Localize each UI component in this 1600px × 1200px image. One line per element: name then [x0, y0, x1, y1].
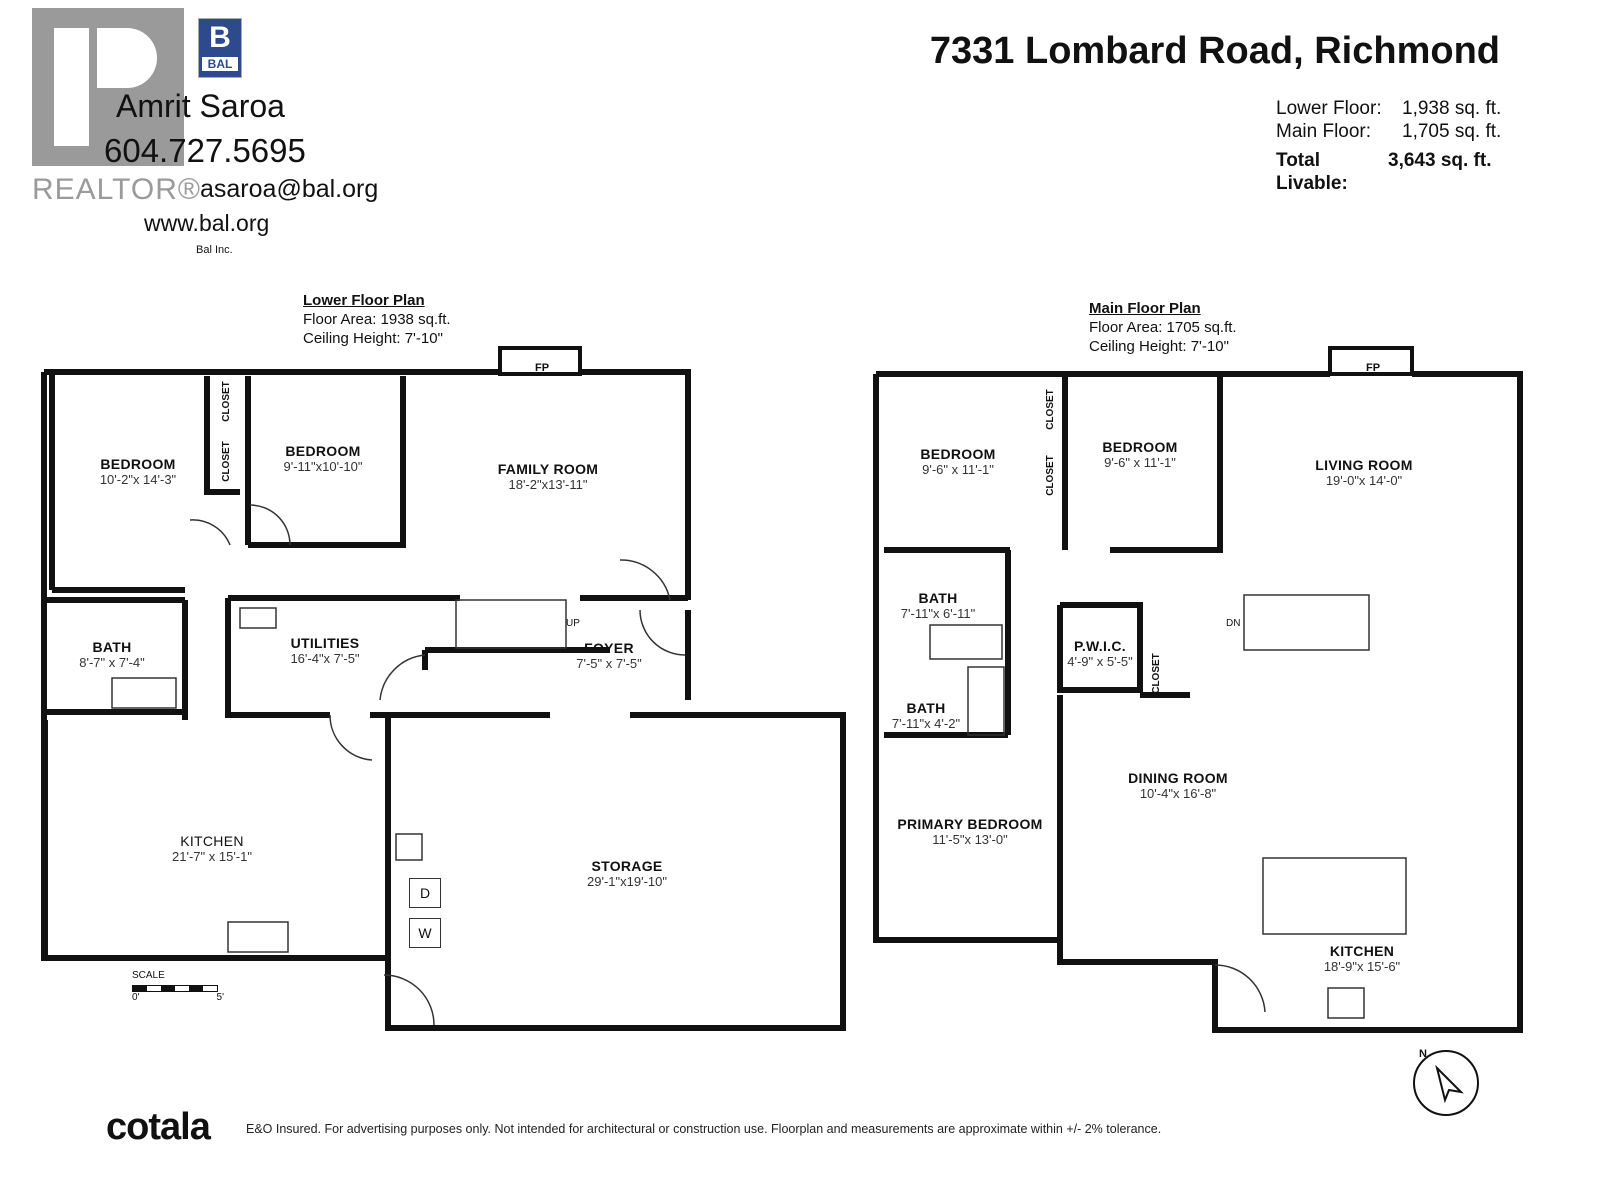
compass-icon: N: [1413, 1048, 1479, 1116]
main-stairs-down-label: DN: [1226, 618, 1241, 629]
room-name: BEDROOM: [100, 456, 176, 472]
main-plan-ceiling: Ceiling Height: 7'-10": [1089, 338, 1229, 355]
room-name: BEDROOM: [1102, 439, 1178, 455]
bal-logo: B BAL: [198, 18, 242, 78]
lower-plan-ceiling: Ceiling Height: 7'-10": [303, 330, 443, 347]
agent-company: Bal Inc.: [196, 244, 233, 256]
lower-plan-area: Floor Area: 1938 sq.ft.: [303, 311, 451, 328]
room-name: BATH: [906, 700, 946, 716]
agent-website[interactable]: www.bal.org: [144, 210, 270, 236]
scale-bar: SCALE 0' 5': [132, 970, 224, 1003]
room-dims: 8'-7" x 7'-4": [79, 655, 145, 670]
room-dims: 18'-9"x 15'-6": [1323, 959, 1401, 974]
main-closet-label: CLOSET: [1044, 455, 1056, 496]
room-dims: 10'-2"x 14'-3": [99, 472, 177, 487]
main-plan-title: Main Floor Plan Floor Area: 1705 sq.ft. …: [1089, 299, 1237, 356]
lower-area-label: Lower Floor:: [1276, 98, 1382, 119]
realtor-logo: [32, 8, 184, 166]
main-fireplace-label: FP: [1366, 362, 1381, 374]
room-dims: 16'-4"x 7'-5": [290, 651, 360, 666]
lower-area-value: 1,938 sq. ft.: [1402, 98, 1502, 119]
main-area-label: Main Floor:: [1276, 121, 1372, 142]
room-name: BATH: [918, 590, 958, 606]
room-dims: 9'-6" x 11'-1": [1104, 455, 1176, 470]
room-name: FOYER: [584, 640, 634, 656]
main-plan-heading: Main Floor Plan: [1089, 300, 1201, 317]
room-dims: 7'-11"x 6'-11": [900, 606, 976, 621]
lower-fireplace-label: FP: [535, 362, 550, 374]
room-name: KITCHEN: [1329, 943, 1395, 959]
room-name: LIVING ROOM: [1315, 457, 1413, 473]
main-room-pwic: P.W.I.C.4'-9" x 5'-5": [1067, 638, 1133, 669]
room-dims: 29'-1"x19'-10": [587, 874, 667, 889]
room-name: BEDROOM: [920, 446, 996, 462]
bal-logo-text: BAL: [202, 57, 238, 71]
cotala-logo: cotala: [106, 1106, 211, 1148]
lower-closet-label: CLOSET: [220, 381, 232, 422]
room-name: FAMILY ROOM: [497, 461, 599, 477]
main-closet-label: CLOSET: [1044, 389, 1056, 430]
dryer-label: D: [409, 878, 441, 908]
room-name: STORAGE: [591, 858, 663, 874]
main-plan-area: Floor Area: 1705 sq.ft.: [1089, 319, 1237, 336]
room-dims: 4'-9" x 5'-5": [1067, 654, 1133, 669]
agent-phone: 604.727.5695: [104, 132, 306, 169]
room-name: KITCHEN: [180, 833, 244, 849]
room-name: DINING ROOM: [1128, 770, 1228, 786]
room-dims: 19'-0"x 14'-0": [1325, 473, 1403, 488]
agent-name: Amrit Saroa: [116, 88, 285, 124]
property-address: 7331 Lombard Road, Richmond: [929, 30, 1500, 72]
room-name: UTILITIES: [290, 635, 360, 651]
room-name: BEDROOM: [285, 443, 361, 459]
lower-plan-title: Lower Floor Plan Floor Area: 1938 sq.ft.…: [303, 291, 451, 348]
room-dims: 10'-4"x 16'-8": [1139, 786, 1217, 801]
lower-closet-label: CLOSET: [220, 441, 232, 482]
scale-min: 0': [132, 992, 140, 1003]
compass-north-label: N: [1419, 1048, 1427, 1060]
main-closet-label: CLOSET: [1150, 653, 1162, 694]
area-summary: Lower Floor: 1,938 sq. ft. Main Floor: 1,7…: [1276, 97, 1506, 195]
room-name: PRIMARY BEDROOM: [897, 816, 1043, 832]
room-dims: 7'-11"x 4'-2": [891, 716, 961, 731]
total-area-label: Total Livable:: [1276, 150, 1348, 194]
room-name: P.W.I.C.: [1074, 638, 1126, 654]
lower-stairs-up-label: UP: [566, 618, 580, 629]
lower-plan-heading: Lower Floor Plan: [303, 292, 425, 309]
disclaimer: E&O Insured. For advertising purposes on…: [246, 1122, 1162, 1136]
room-dims: 9'-11"x10'-10": [283, 459, 363, 474]
room-name: BATH: [92, 639, 132, 655]
room-dims: 9'-6" x 11'-1": [922, 462, 994, 477]
room-dims: 21'-7" x 15'-1": [172, 849, 252, 864]
washer-label: W: [409, 918, 441, 948]
total-area-value: 3,643 sq. ft.: [1388, 150, 1492, 171]
scale-max: 5': [216, 992, 224, 1003]
room-dims: 7'-5" x 7'-5": [576, 656, 642, 671]
scale-label: SCALE: [132, 970, 165, 981]
main-area-value: 1,705 sq. ft.: [1402, 121, 1502, 142]
agent-email[interactable]: asaroa@bal.org: [200, 175, 379, 203]
room-dims: 11'-5"x 13'-0": [932, 832, 1008, 847]
room-dims: 18'-2"x13'-11": [508, 477, 588, 492]
realtor-logo-text: REALTOR®: [32, 173, 202, 206]
